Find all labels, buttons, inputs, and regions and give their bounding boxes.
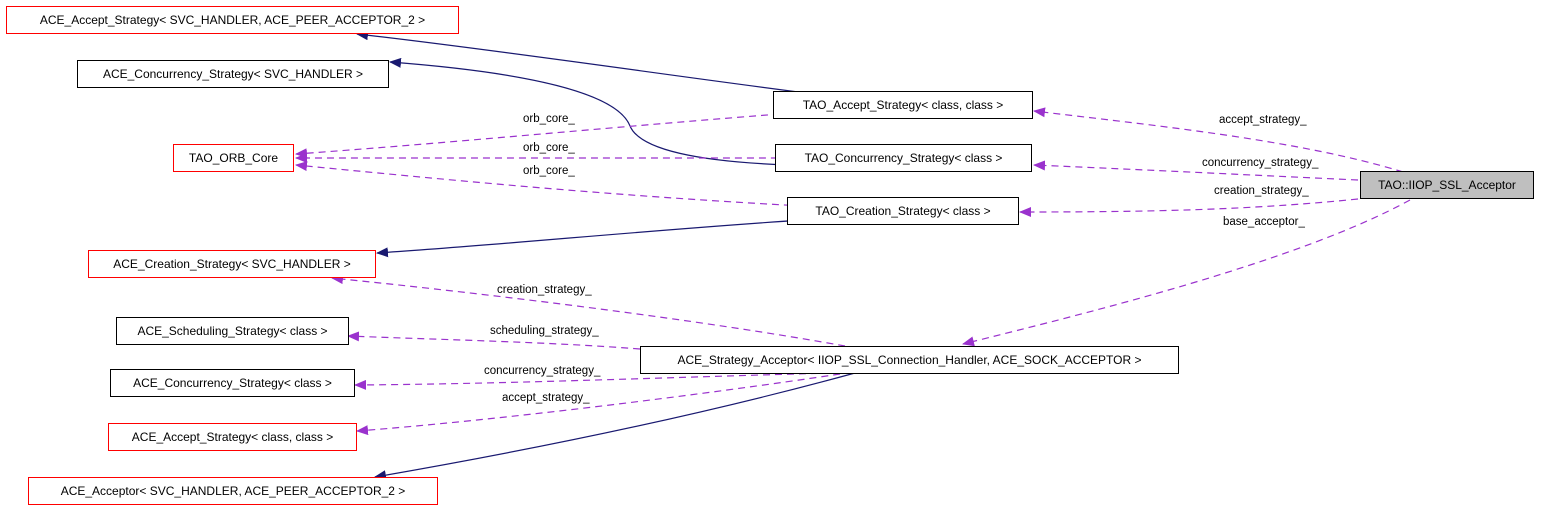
node-tao-iiop-ssl-acceptor[interactable]: TAO::IIOP_SSL_Acceptor (1360, 171, 1534, 199)
edge-accept-strategy-top (1033, 107, 1404, 173)
node-ace-concurrency-strategy-class[interactable]: ACE_Concurrency_Strategy< class > (110, 369, 355, 397)
node-ace-acceptor[interactable]: ACE_Acceptor< SVC_HANDLER, ACE_PEER_ACCE… (28, 477, 438, 505)
edge-creation-strategy-top (1019, 198, 1359, 217)
edge-scheduling-strategy (347, 331, 641, 350)
edge-concurrency-strategy-top (1033, 160, 1359, 181)
node-tao-creation-strategy[interactable]: TAO_Creation_Strategy< class > (787, 197, 1019, 225)
edge-inherit-tao-creation-to-ace-creation (376, 219, 804, 258)
node-ace-strategy-acceptor[interactable]: ACE_Strategy_Acceptor< IIOP_SSL_Connecti… (640, 346, 1179, 374)
edge-label-orb-core-2: orb_core_ (523, 142, 575, 154)
edge-label-base-acceptor: base_acceptor_ (1223, 216, 1305, 228)
edge-inherit-tao-concurrency-to-ace-concurrency (389, 57, 791, 166)
edge-inherit-strategy-acceptor-to-ace-acceptor (374, 372, 856, 481)
node-ace-accept-strategy-class[interactable]: ACE_Accept_Strategy< class, class > (108, 423, 357, 451)
edge-orb-core-from-tao-creation (295, 161, 804, 207)
edge-label-orb-core-1: orb_core_ (523, 113, 575, 125)
node-tao-accept-strategy[interactable]: TAO_Accept_Strategy< class, class > (773, 91, 1033, 119)
edge-label-creation-strategy-top: creation_strategy_ (1214, 185, 1309, 197)
edge-label-concurrency-strategy-top: concurrency_strategy_ (1202, 157, 1319, 169)
node-ace-scheduling-strategy[interactable]: ACE_Scheduling_Strategy< class > (116, 317, 349, 345)
edge-accept-strategy-bottom (356, 373, 841, 436)
node-ace-concurrency-strategy-svc-handler[interactable]: ACE_Concurrency_Strategy< SVC_HANDLER > (77, 60, 389, 88)
node-ace-creation-strategy-svc-handler[interactable]: ACE_Creation_Strategy< SVC_HANDLER > (88, 250, 376, 278)
edge-label-accept-strategy-bottom: accept_strategy_ (502, 392, 590, 404)
edge-label-scheduling-strategy: scheduling_strategy_ (490, 325, 599, 337)
edge-label-creation-strategy-bottom: creation_strategy_ (497, 284, 592, 296)
edge-orb-core-from-tao-accept (295, 113, 781, 159)
edge-inherit-tao-accept-to-ace-accept (356, 30, 831, 97)
edge-creation-strategy-bottom (331, 274, 846, 347)
edge-base-acceptor (962, 199, 1411, 347)
edge-label-accept-strategy-top: accept_strategy_ (1219, 114, 1307, 126)
edge-label-concurrency-strategy-bottom: concurrency_strategy_ (484, 365, 601, 377)
edge-label-orb-core-3: orb_core_ (523, 165, 575, 177)
node-tao-concurrency-strategy[interactable]: TAO_Concurrency_Strategy< class > (775, 144, 1032, 172)
node-ace-accept-strategy-svc-handler[interactable]: ACE_Accept_Strategy< SVC_HANDLER, ACE_PE… (6, 6, 459, 34)
node-tao-orb-core[interactable]: TAO_ORB_Core (173, 144, 294, 172)
